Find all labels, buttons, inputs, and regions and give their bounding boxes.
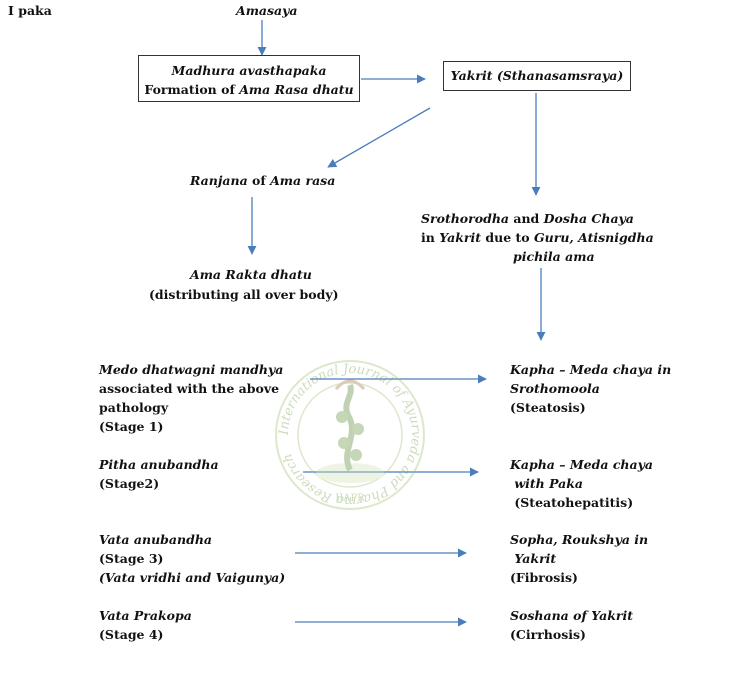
stage-1-left-line: associated with the above bbox=[99, 381, 280, 396]
seal-abbr: IJAPR bbox=[335, 493, 365, 504]
stage-3-right-line: (Fibrosis) bbox=[510, 570, 578, 585]
node-ama-rakta-line1: Ama Rakta dhatu bbox=[190, 267, 312, 282]
corner-label: I paka bbox=[8, 3, 52, 18]
stage-2-left-line: Pitha anubandha bbox=[99, 457, 219, 472]
stage-3-left-line: Vata anubandha bbox=[99, 532, 213, 547]
madhura-line2-prefix: Formation of bbox=[144, 82, 240, 97]
node-ama-rakta-line2: (distributing all over body) bbox=[149, 287, 339, 302]
node-srothorodha-line1: Srothorodha and Dosha Chaya bbox=[421, 209, 634, 228]
srothorodha-guru: Guru, Atisnigdha bbox=[533, 230, 654, 245]
stage-1-right-line: Kapha – Meda chaya in bbox=[510, 362, 672, 377]
stage-3-left-line: (Stage 3) bbox=[99, 551, 164, 566]
srothorodha-yakrit: Yakrit bbox=[439, 230, 482, 245]
node-srothorodha-line2: in Yakrit due to Guru, Atisnigdha bbox=[421, 228, 654, 247]
madhura-line2-ama-rasa: Ama Rasa dhatu bbox=[239, 82, 354, 97]
dosha-chaya-word: Dosha Chaya bbox=[543, 211, 634, 226]
stage-1-right-line: (Steatosis) bbox=[510, 400, 586, 415]
stage-2-right-line: Kapha – Meda chaya bbox=[510, 457, 653, 472]
stage-3-right-line: Sopha, Roukshya in bbox=[510, 532, 649, 547]
stage-4-right-line: Soshana of Yakrit bbox=[510, 608, 634, 623]
journal-seal-watermark: International Journal of Ayurveda and Ph… bbox=[275, 360, 425, 510]
stage-3-left-line: (Vata vridhi and Vaigunya) bbox=[99, 570, 286, 585]
stage-2-right-line: (Steatohepatitis) bbox=[510, 495, 634, 510]
herb-icon bbox=[316, 379, 384, 483]
node-ranjana: Ranjana of Ama rasa bbox=[190, 171, 335, 190]
ranjana-word: Ranjana bbox=[190, 173, 248, 188]
srothorodha-in: in bbox=[421, 230, 440, 245]
stage-1-left-line: Medo dhatwagni mandhya bbox=[99, 362, 284, 377]
madhura-line2: Formation of Ama Rasa dhatu bbox=[139, 80, 359, 99]
node-yakrit-box: Yakrit (Sthanasamsraya) bbox=[443, 61, 631, 91]
node-srothorodha-line3: pichila ama bbox=[513, 249, 595, 264]
stage-2-right: Kapha – Meda chaya with Paka (Steatohepa… bbox=[510, 455, 653, 512]
stage-3-left: Vata anubandha (Stage 3) (Vata vridhi an… bbox=[99, 530, 285, 587]
srothorodha-due-to: due to bbox=[481, 230, 534, 245]
ranjana-of: of bbox=[247, 173, 271, 188]
srothorodha-and: and bbox=[509, 211, 544, 226]
stage-1-left-line: (Stage 1) bbox=[99, 419, 164, 434]
yakrit-label: Yakrit (Sthanasamsraya) bbox=[450, 68, 624, 83]
stage-1-left-line: pathology bbox=[99, 400, 169, 415]
stage-3-right: Sopha, Roukshya in Yakrit (Fibrosis) bbox=[510, 530, 648, 587]
stage-1-right-line: Srothomoola bbox=[510, 381, 600, 396]
srothorodha-word: Srothorodha bbox=[421, 211, 510, 226]
stage-4-left-line: (Stage 4) bbox=[99, 627, 164, 642]
madhura-line1: Madhura avasthapaka bbox=[171, 63, 327, 78]
stage-2-left: Pitha anubandha (Stage2) bbox=[99, 455, 219, 493]
node-madhura-box: Madhura avasthapaka Formation of Ama Ras… bbox=[138, 55, 360, 102]
stage-1-right: Kapha – Meda chaya in Srothomoola (Steat… bbox=[510, 360, 671, 417]
stage-3-right-line: Yakrit bbox=[510, 551, 557, 566]
arrow-yakrit-to-ranjana bbox=[327, 107, 431, 168]
ranjana-ama-rasa: Ama rasa bbox=[270, 173, 336, 188]
stage-2-right-line: with Paka bbox=[510, 476, 583, 491]
stage-2-left-line: (Stage2) bbox=[99, 476, 160, 491]
node-amasaya: Amasaya bbox=[236, 3, 298, 18]
stage-4-left-line: Vata Prakopa bbox=[99, 608, 192, 623]
stage-4-right: Soshana of Yakrit (Cirrhosis) bbox=[510, 606, 633, 644]
stage-1-left: Medo dhatwagni mandhya associated with t… bbox=[99, 360, 283, 436]
stage-4-left: Vata Prakopa (Stage 4) bbox=[99, 606, 192, 644]
stage-4-right-line: (Cirrhosis) bbox=[510, 627, 586, 642]
